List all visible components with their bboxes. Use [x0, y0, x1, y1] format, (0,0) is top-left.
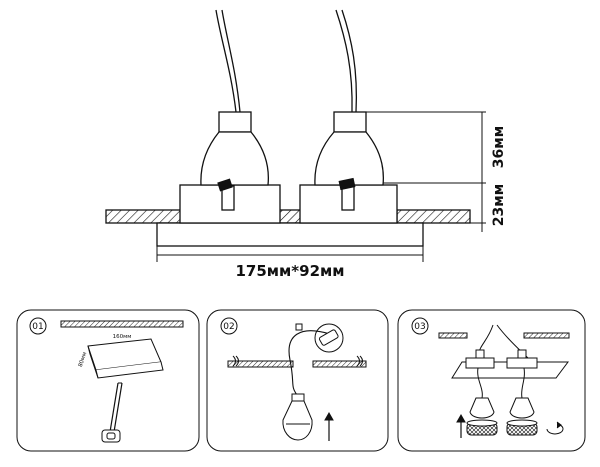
- step-panel-2: [206, 309, 389, 452]
- cable-left-b: [221, 9, 241, 113]
- lamp-height-label: 36мм: [491, 126, 507, 168]
- dim-height: [366, 111, 486, 232]
- step-1-width-label: 80мм: [78, 351, 88, 367]
- ceiling-mid: [277, 209, 303, 224]
- step-number-2: 02: [223, 322, 234, 332]
- main-drawing: [105, 9, 486, 262]
- width-dimension-label: 175мм*92мм: [235, 262, 344, 280]
- ceiling-right: [396, 209, 471, 224]
- trim-frame: [156, 222, 424, 247]
- ceiling-left: [105, 209, 182, 224]
- step-1-length-label: 160мм: [113, 334, 132, 340]
- dim-width: [156, 246, 424, 262]
- cable-right: [335, 9, 353, 113]
- lamp-left: [200, 111, 270, 211]
- cable-right-b: [341, 9, 358, 113]
- step-panel-3: [397, 309, 586, 452]
- cable-left: [215, 9, 237, 113]
- step-panel-1: [16, 309, 200, 452]
- lamp-right: [314, 111, 385, 211]
- step-number-3: 03: [414, 322, 425, 332]
- step-number-1: 01: [32, 322, 43, 332]
- frame-height-label: 23мм: [491, 184, 507, 226]
